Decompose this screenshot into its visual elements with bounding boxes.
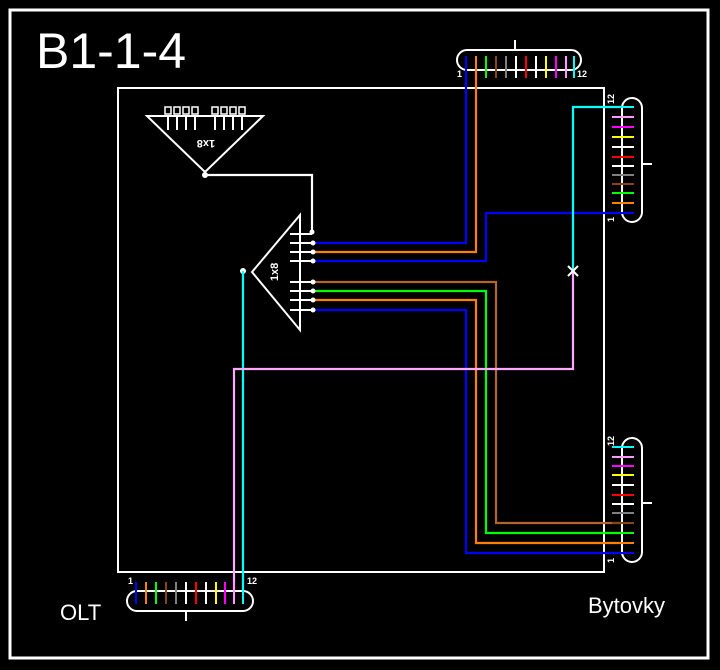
cassette-top-pin-first: 1 xyxy=(457,69,462,79)
splitter-top: 1x8 xyxy=(144,106,266,178)
enclosure-box xyxy=(117,87,605,573)
splitter-top-label: 1x8 xyxy=(197,137,215,149)
cassette-right-top: 12 1 xyxy=(606,94,652,223)
cassette-olt-pin-last: 12 xyxy=(247,576,257,586)
bytovky-label: Bytovky xyxy=(588,593,665,618)
outer-frame xyxy=(8,8,710,660)
cassette-right-bottom-pin-first: 1 xyxy=(606,558,616,563)
splitter-main: 1x8 xyxy=(240,212,312,333)
cassette-right-top-pin-first: 1 xyxy=(606,217,616,222)
cassette-top-pin-last: 12 xyxy=(577,69,587,79)
splitter-port-dots xyxy=(309,229,316,313)
cassette-right-bottom-pin-last: 12 xyxy=(606,436,616,446)
page-title: B1-1-4 xyxy=(36,23,186,79)
cassette-olt: 1 12 xyxy=(126,576,257,621)
fiber-routes xyxy=(205,66,622,600)
cassette-top: 1 12 xyxy=(456,40,587,79)
cassette-right-bottom: 12 1 xyxy=(606,436,652,563)
splitter-main-label: 1x8 xyxy=(269,263,281,281)
cassette-olt-pin-first: 1 xyxy=(128,576,133,586)
cross-connect-marker xyxy=(567,265,579,277)
olt-label: OLT xyxy=(60,600,101,625)
cassette-right-top-pin-last: 12 xyxy=(606,94,616,104)
